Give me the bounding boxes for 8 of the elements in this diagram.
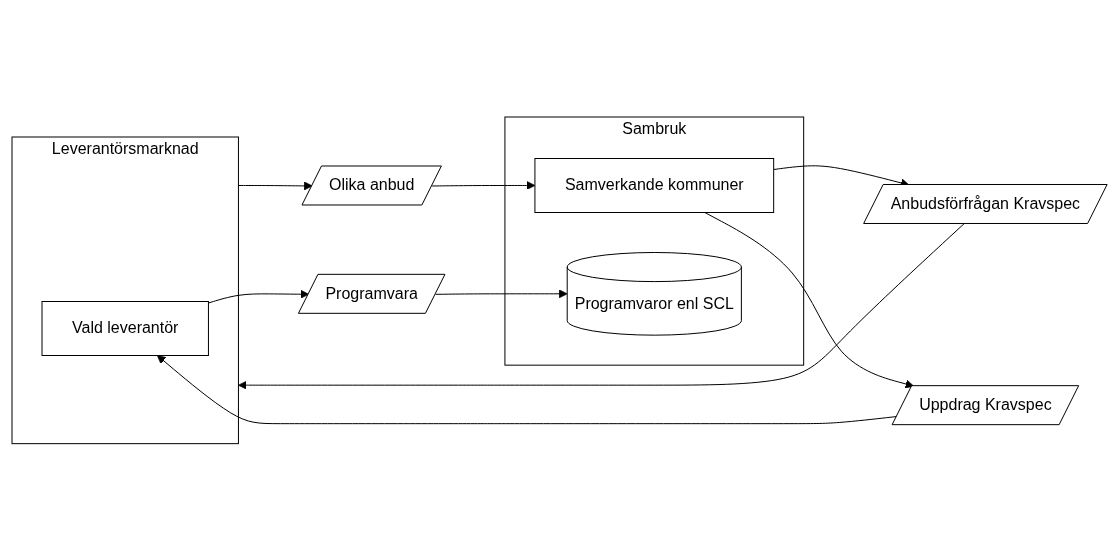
arrow xyxy=(157,354,898,424)
arrow xyxy=(432,180,536,190)
arrow xyxy=(435,289,569,298)
arrow xyxy=(238,222,966,390)
arrow xyxy=(208,289,310,304)
node-box: Vald leverantör xyxy=(41,300,210,356)
node-box: Samverkande kommuner xyxy=(534,157,775,213)
arrow xyxy=(238,181,314,190)
